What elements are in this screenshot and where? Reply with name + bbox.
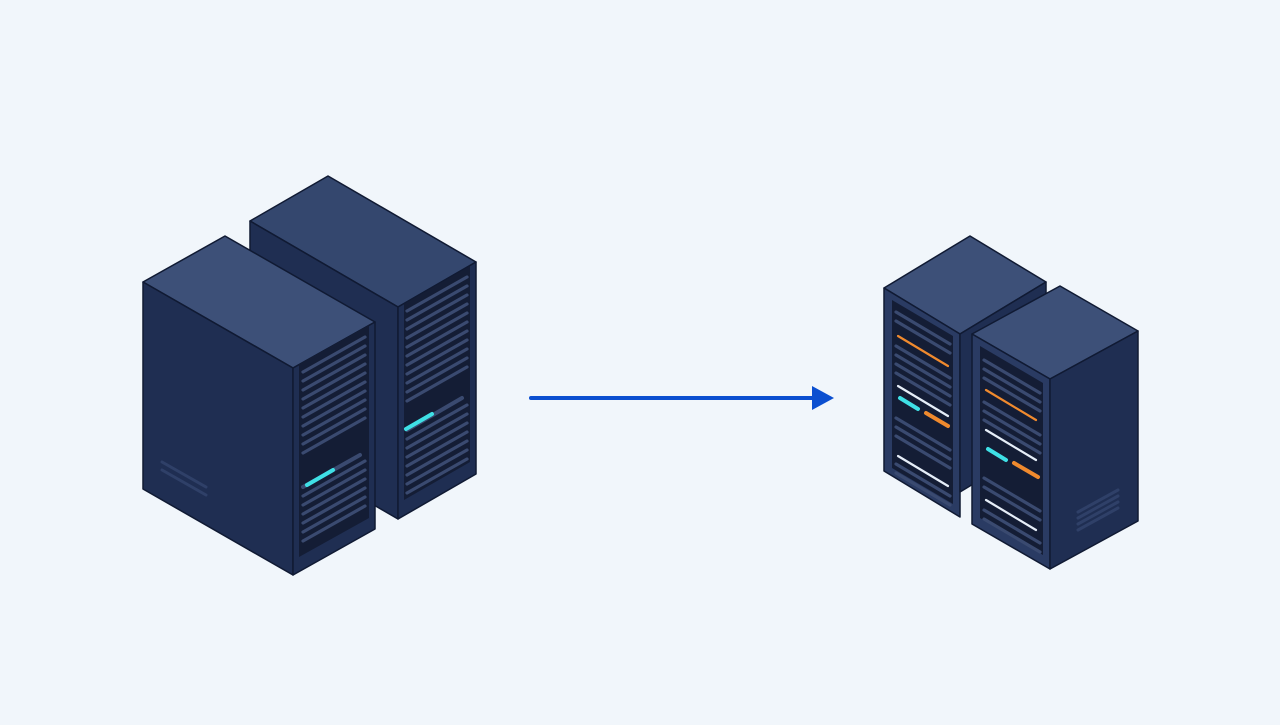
arrow-head [812,386,834,410]
status-led-orange [1012,461,1040,479]
side-vent [1076,488,1120,532]
server-drive-slots [405,275,469,495]
status-led-cyan [898,396,920,411]
target-server-group [883,235,1139,570]
server-drive-slots [894,310,952,507]
source-server-group [142,175,477,576]
server-drive-slots [301,335,367,543]
target-server-right [971,285,1139,570]
status-led-cyan [986,447,1008,462]
status-led-cyan [404,412,434,431]
server-drive-slots [982,358,1042,554]
status-led-orange [924,411,950,428]
side-vent [160,460,208,497]
status-led-cyan [305,468,335,487]
arrow-right-icon [529,386,834,410]
source-server-front [142,235,376,576]
